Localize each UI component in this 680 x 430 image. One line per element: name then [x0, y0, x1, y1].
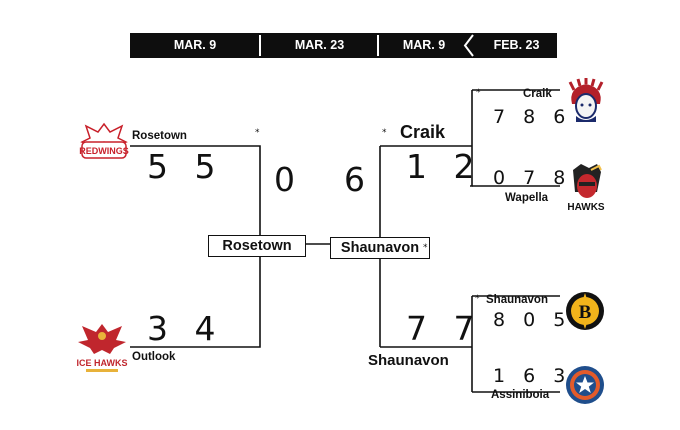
score-shaunavon: 8 0 5 [493, 309, 572, 331]
date-round-2-right: MAR. 9 [402, 38, 446, 52]
header-divider [259, 35, 261, 56]
icehawks-logo-text: ICE HAWKS [76, 358, 127, 368]
semi-score-shaunavon: 7 7 [406, 309, 483, 348]
star-roundel-logo-icon [566, 366, 604, 404]
icehawks-logo-icon: ICE HAWKS [76, 324, 128, 372]
redwings-logo-text: REDWINGS [79, 146, 129, 156]
redwings-logo-icon: REDWINGS [79, 122, 129, 159]
bear-b-logo-icon: B [566, 292, 604, 330]
score-rosetown: 5 5 [147, 147, 224, 186]
advance-marker: * [423, 243, 428, 253]
chevron-left-icon [463, 34, 474, 57]
score-assiniboia: 1 6 3 [493, 365, 572, 387]
advance-marker: * [255, 128, 260, 138]
hawks-logo-icon: HAWKS [567, 164, 605, 213]
finalist-box-left: Rosetown [208, 235, 306, 257]
score-outlook: 3 4 [147, 309, 224, 348]
score-craik: 7 8 6 [493, 106, 572, 128]
team-name-rosetown: Rosetown [132, 130, 187, 142]
date-header-bar: MAR. 9 MAR. 23 MAR. 9 FEB. 23 [130, 33, 557, 58]
final-score-right: 6 [344, 160, 373, 199]
team-name-wapella: Wapella [505, 192, 549, 204]
team-name-assiniboia: Assiniboia [491, 389, 550, 401]
date-round-1-right: FEB. 23 [493, 38, 540, 52]
team-name-shaunavon: Shaunavon [486, 294, 548, 306]
advance-marker: * [476, 88, 481, 98]
date-round-1-left: MAR. 9 [173, 38, 217, 52]
indian-head-logo-icon [568, 78, 604, 122]
semi-score-craik: 1 2 [406, 147, 483, 186]
score-wapella: 0 7 8 [493, 167, 572, 189]
hawks-logo-text: HAWKS [567, 202, 605, 213]
finalist-box-right: Shaunavon [330, 237, 430, 259]
semi-team-craik: Craik [400, 122, 446, 142]
team-name-outlook: Outlook [132, 351, 176, 363]
semi-team-shaunavon: Shaunavon [368, 352, 449, 369]
date-round-2-left: MAR. 23 [294, 38, 345, 52]
final-score-left: 0 [274, 160, 303, 199]
advance-marker: * [475, 294, 480, 304]
bear-b-logo-text: B [579, 302, 592, 323]
header-divider [377, 35, 379, 56]
team-name-craik: Craik [523, 88, 552, 100]
advance-marker: * [382, 128, 387, 138]
